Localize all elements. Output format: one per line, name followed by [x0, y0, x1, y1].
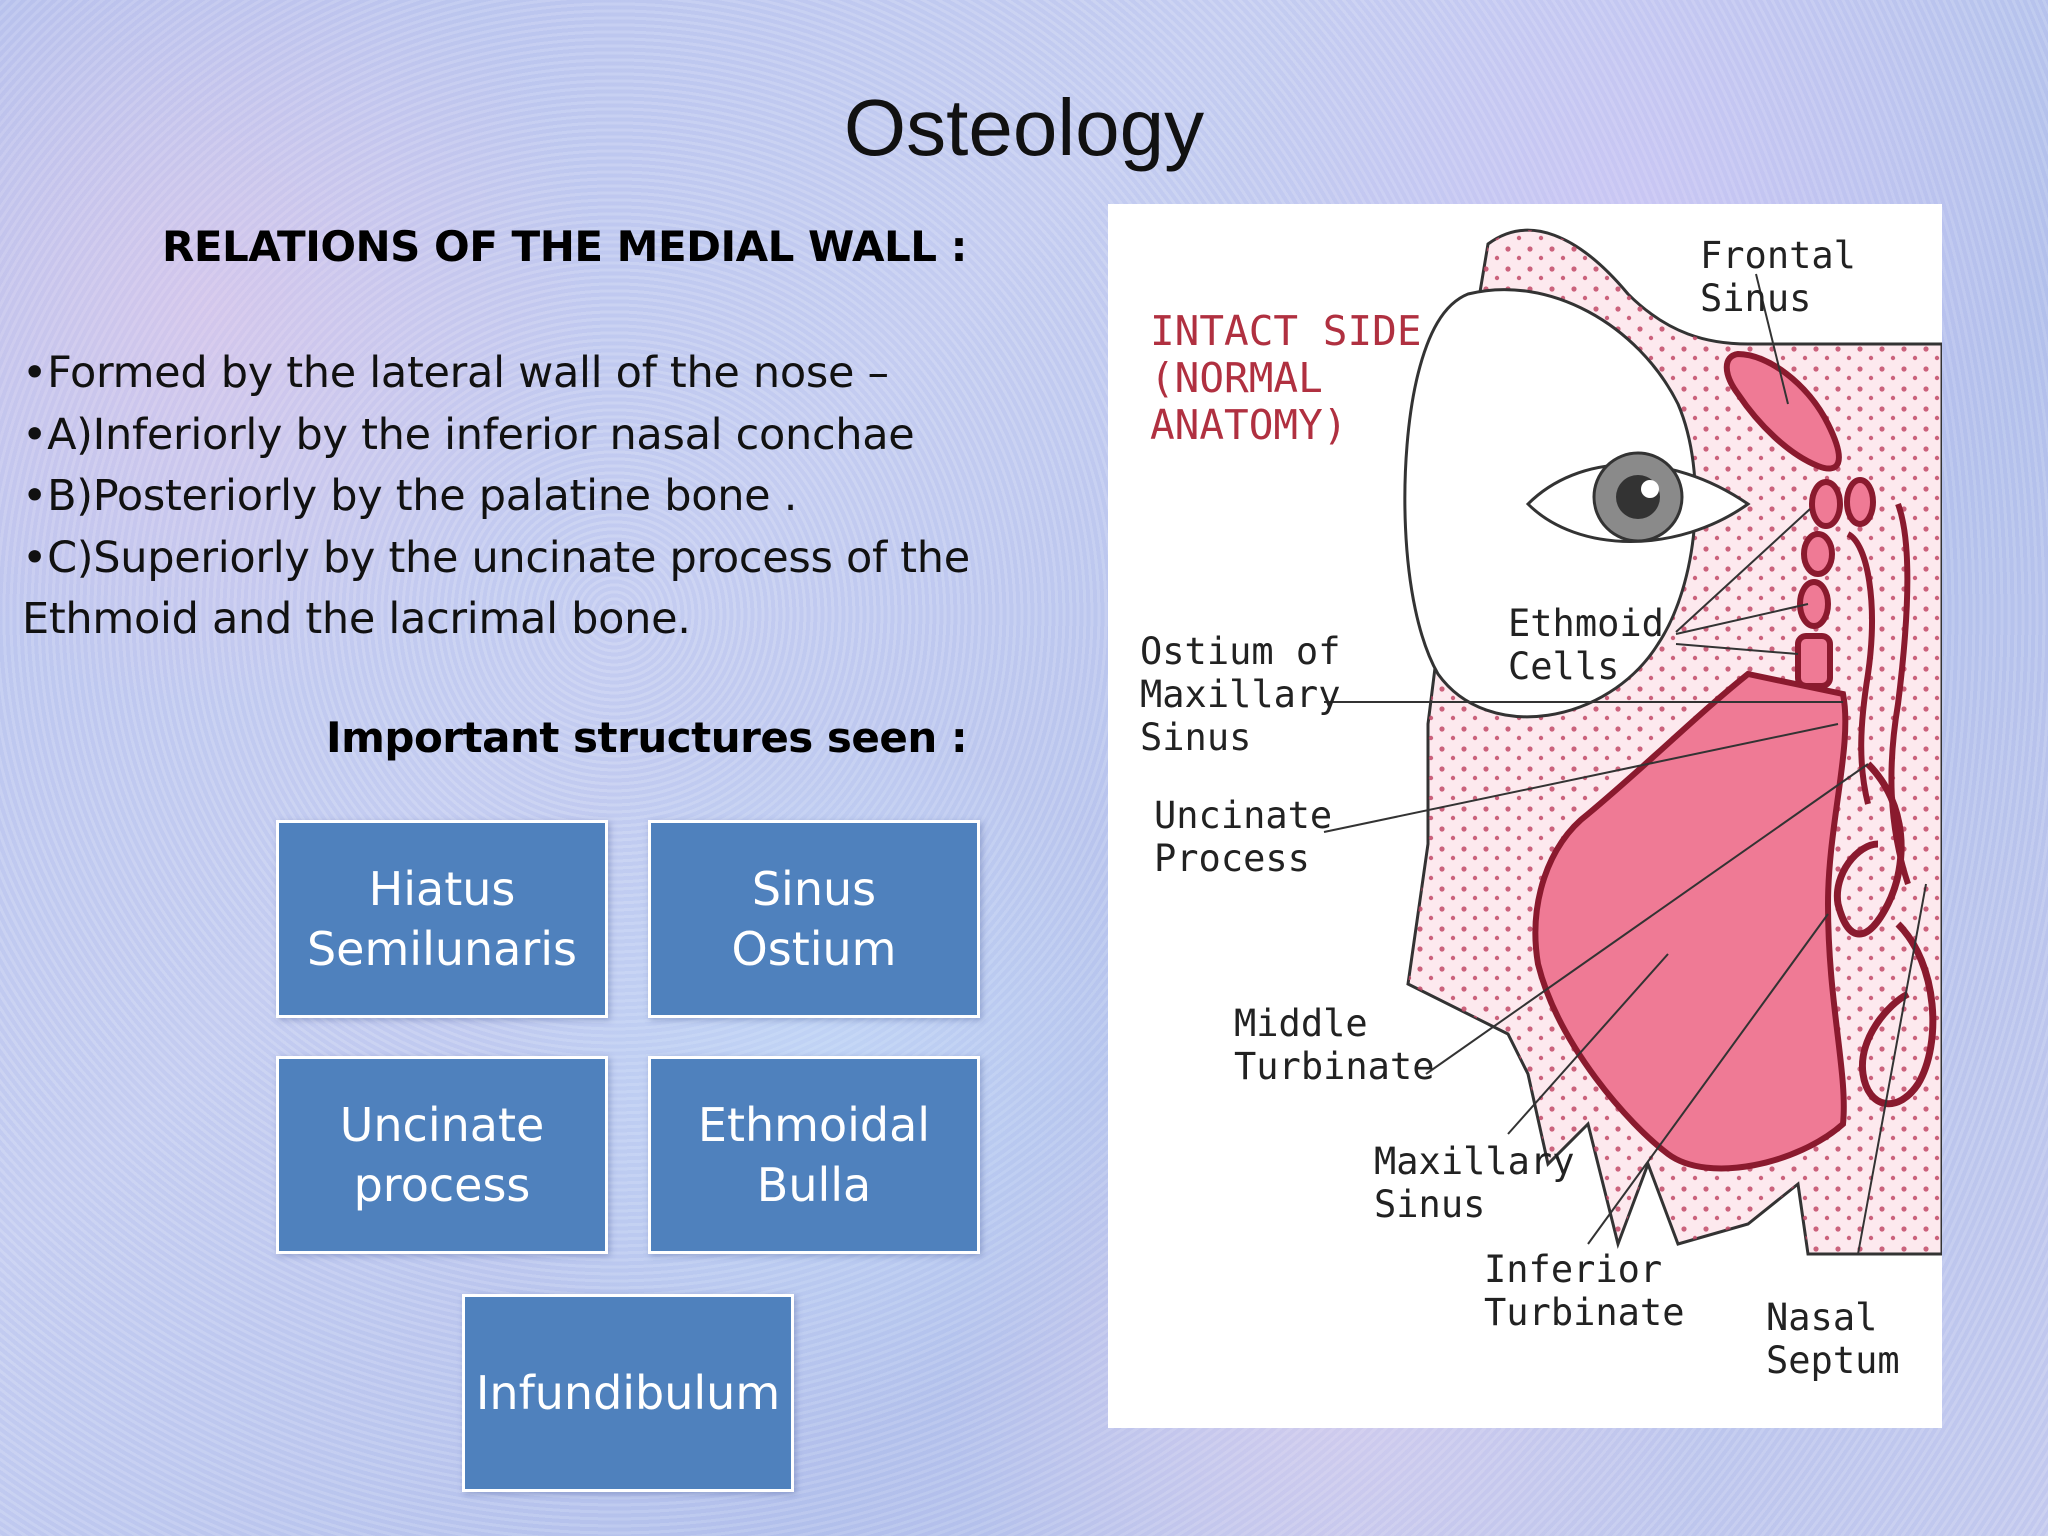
ethmoid-cell — [1797, 579, 1831, 629]
label-maxillary-sinus: Maxillary Sinus — [1374, 1140, 1575, 1226]
maxillary-sinus — [1532, 670, 1849, 1172]
bullet-item: Ethmoid and the lacrimal bone. — [22, 594, 691, 644]
ethmoid-cell — [1795, 633, 1833, 689]
ethmoid-cell — [1809, 479, 1843, 529]
frontal-sinus — [1723, 350, 1842, 472]
label-middle-turbinate: Middle Turbinate — [1234, 1002, 1435, 1088]
inferior-turbinate — [1858, 921, 1937, 1108]
ethmoid-cell — [1801, 531, 1835, 577]
bullet-item: •A)Inferiorly by the inferior nasal conc… — [22, 409, 915, 460]
label-uncinate-process: Uncinate Process — [1154, 794, 1333, 880]
ethmoid-cell — [1844, 477, 1876, 527]
label-ethmoid-cells: Ethmoid Cells — [1508, 602, 1664, 688]
bullet-item: •C)Superiorly by the uncinate process of… — [22, 532, 970, 583]
label-nasal-septum: Nasal Septum — [1766, 1296, 1900, 1382]
structure-box-hiatus-semilunaris: Hiatus Semilunaris — [276, 820, 608, 1018]
structure-box-infundibulum: Infundibulum — [462, 1294, 794, 1492]
structure-box-ethmoidal-bulla: Ethmoidal Bulla — [648, 1056, 980, 1254]
bullet-item: •B)Posteriorly by the palatine bone . — [22, 471, 798, 521]
middle-turbinate — [1833, 761, 1905, 938]
structures-heading: Important structures seen : — [326, 713, 968, 762]
label-frontal-sinus: Frontal Sinus — [1700, 234, 1856, 320]
sinus-anatomy-drawing — [1323, 228, 1942, 1256]
structure-box-sinus-ostium: Sinus Ostium — [648, 820, 980, 1018]
relations-heading: RELATIONS OF THE MEDIAL WALL : — [162, 222, 967, 271]
anatomy-figure: INTACT SIDE (NORMAL ANATOMY) Frontal Sin… — [1108, 204, 1942, 1428]
label-inferior-turbinate: Inferior Turbinate — [1484, 1248, 1685, 1334]
bullet-item: •Formed by the lateral wall of the nose … — [22, 348, 889, 398]
slide-title: Osteology — [843, 83, 1205, 172]
structure-box-uncinate-process: Uncinate process — [276, 1056, 608, 1254]
label-ostium: Ostium of Maxillary Sinus — [1140, 630, 1341, 759]
label-intact-side: INTACT SIDE (NORMAL ANATOMY) — [1150, 307, 1422, 449]
bullet-list: •Formed by the lateral wall of the nose … — [22, 343, 982, 651]
